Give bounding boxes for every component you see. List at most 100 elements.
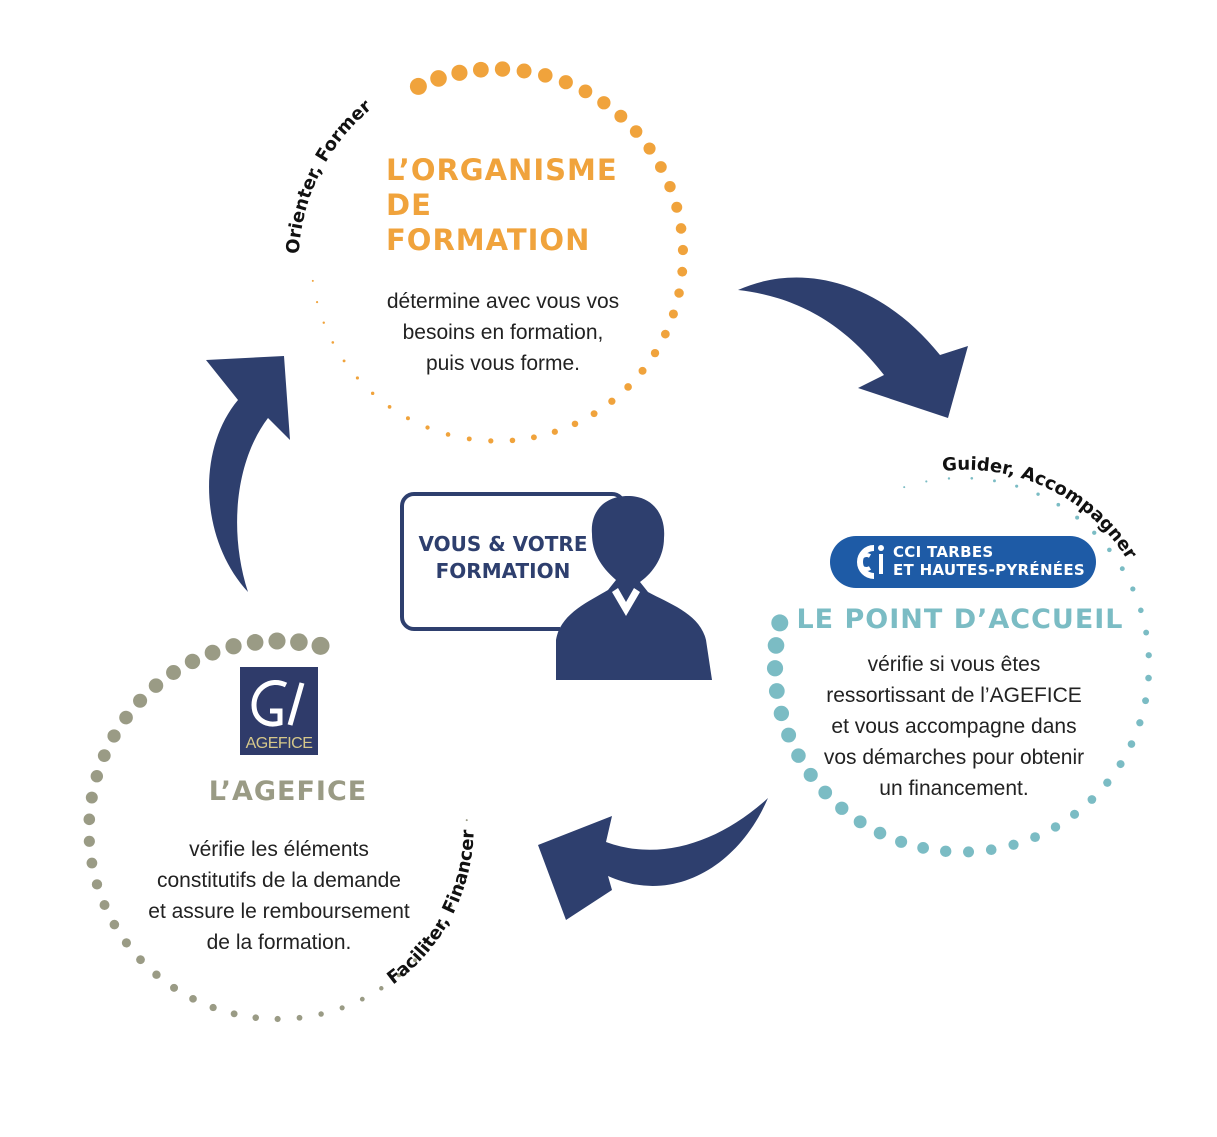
ring-dot xyxy=(425,425,430,430)
cci-badge-line2: ET HAUTES-PYRÉNÉES xyxy=(893,561,1085,579)
ring-dot xyxy=(903,486,906,489)
ring-dot xyxy=(917,842,929,854)
ring-dot xyxy=(590,410,598,418)
ring-dot xyxy=(209,1003,217,1012)
ring-dot xyxy=(674,288,684,298)
ring-dot xyxy=(148,678,164,693)
ring-dot xyxy=(643,142,656,155)
ring-dot xyxy=(99,900,110,910)
ring-dot xyxy=(107,729,121,743)
ring-dot xyxy=(184,653,201,670)
ring-dot xyxy=(773,705,790,722)
ring-dot xyxy=(767,637,785,654)
agefice-title: L’AGEFICE xyxy=(208,776,368,807)
ring-dot xyxy=(677,266,688,277)
agefice-dotted-circle xyxy=(83,632,468,1023)
ring-dot xyxy=(530,434,537,441)
ring-dot xyxy=(1127,740,1136,748)
organisme-role-text: Orienter, Former xyxy=(283,96,376,255)
cci-badge: CCI TARBES ET HAUTES-PYRÉNÉES xyxy=(830,536,1096,588)
ring-dot xyxy=(1145,674,1152,682)
ring-dot xyxy=(359,996,365,1002)
ring-dot xyxy=(538,68,553,83)
ring-dot xyxy=(1036,492,1040,496)
ring-dot xyxy=(331,341,335,344)
person-silhouette-icon xyxy=(556,496,712,680)
ring-dot xyxy=(791,748,806,763)
ring-dot xyxy=(166,665,181,680)
ring-dot xyxy=(664,180,676,193)
ring-dot xyxy=(315,301,319,304)
cci-title: LE POINT D’ACCUEIL xyxy=(796,604,1124,635)
ring-dot xyxy=(1116,760,1125,769)
ring-dot xyxy=(488,438,494,444)
curved-arrow-icon xyxy=(538,798,768,920)
ring-dot xyxy=(387,404,392,409)
ring-dot xyxy=(1008,839,1019,850)
ring-dot xyxy=(451,64,468,81)
ring-dot xyxy=(835,801,849,815)
ring-dot xyxy=(638,366,647,375)
arrow-organisme-to-cci xyxy=(738,277,968,418)
ring-dot xyxy=(311,636,330,655)
ring-dot xyxy=(629,125,643,138)
ring-dot xyxy=(558,75,573,90)
ring-dot xyxy=(462,862,466,865)
ring-dot xyxy=(83,835,95,847)
center-label: VOUS & VOTRE FORMATION xyxy=(418,532,588,583)
ring-dot xyxy=(152,970,161,979)
ring-dot xyxy=(509,437,516,444)
ring-dot xyxy=(97,749,111,762)
cci-badge-line1: CCI TARBES xyxy=(893,543,994,561)
ring-dot xyxy=(466,436,472,442)
ring-dot xyxy=(963,846,975,858)
ring-dot xyxy=(675,223,687,234)
agefice-description: vérifie les éléments constitutifs de la … xyxy=(148,838,410,954)
ring-dot xyxy=(1103,778,1112,787)
ring-dot xyxy=(781,727,797,743)
ring-dot xyxy=(853,815,867,829)
ring-dot xyxy=(516,63,532,79)
ring-dot xyxy=(311,279,314,282)
ring-dot xyxy=(274,1015,281,1023)
ring-dot xyxy=(655,161,667,173)
ring-dot xyxy=(457,883,461,887)
ring-dot xyxy=(1056,502,1061,507)
ring-dot xyxy=(985,844,997,855)
ring-dot xyxy=(614,109,628,123)
ring-dot xyxy=(204,644,221,661)
ring-dot xyxy=(90,770,104,783)
organisme-dotted-circle xyxy=(311,61,689,444)
ring-dot xyxy=(1130,586,1136,592)
ring-dot xyxy=(170,983,179,992)
ring-dot xyxy=(1138,607,1144,614)
ring-dot xyxy=(472,61,489,78)
ring-dot xyxy=(246,634,264,651)
ring-dot xyxy=(379,986,384,991)
ring-dot xyxy=(409,77,427,95)
ring-dot xyxy=(370,391,375,396)
ring-dot xyxy=(925,480,928,483)
ring-dot xyxy=(121,938,131,948)
agefice-logo-text: AGEFICE xyxy=(245,735,313,752)
cci-logo-icon xyxy=(857,545,884,579)
ring-dot xyxy=(873,826,887,840)
ring-dot xyxy=(413,958,417,963)
cci-description: vérifie si vous êtes ressortissant de l’… xyxy=(823,653,1085,800)
ring-dot xyxy=(768,683,785,699)
ring-dot xyxy=(396,973,402,978)
arrow-cci-to-agefice xyxy=(538,798,768,920)
ring-dot xyxy=(993,479,996,483)
ring-dot xyxy=(940,845,952,857)
ring-dot xyxy=(677,244,689,256)
ring-dot xyxy=(109,919,120,930)
ring-dot xyxy=(342,359,346,363)
cci-dotted-circle xyxy=(766,476,1152,858)
ring-dot xyxy=(318,1011,324,1017)
ring-dot xyxy=(1119,566,1125,572)
ring-dot xyxy=(803,767,818,782)
ring-dot xyxy=(290,633,308,651)
ring-dot xyxy=(597,96,611,110)
